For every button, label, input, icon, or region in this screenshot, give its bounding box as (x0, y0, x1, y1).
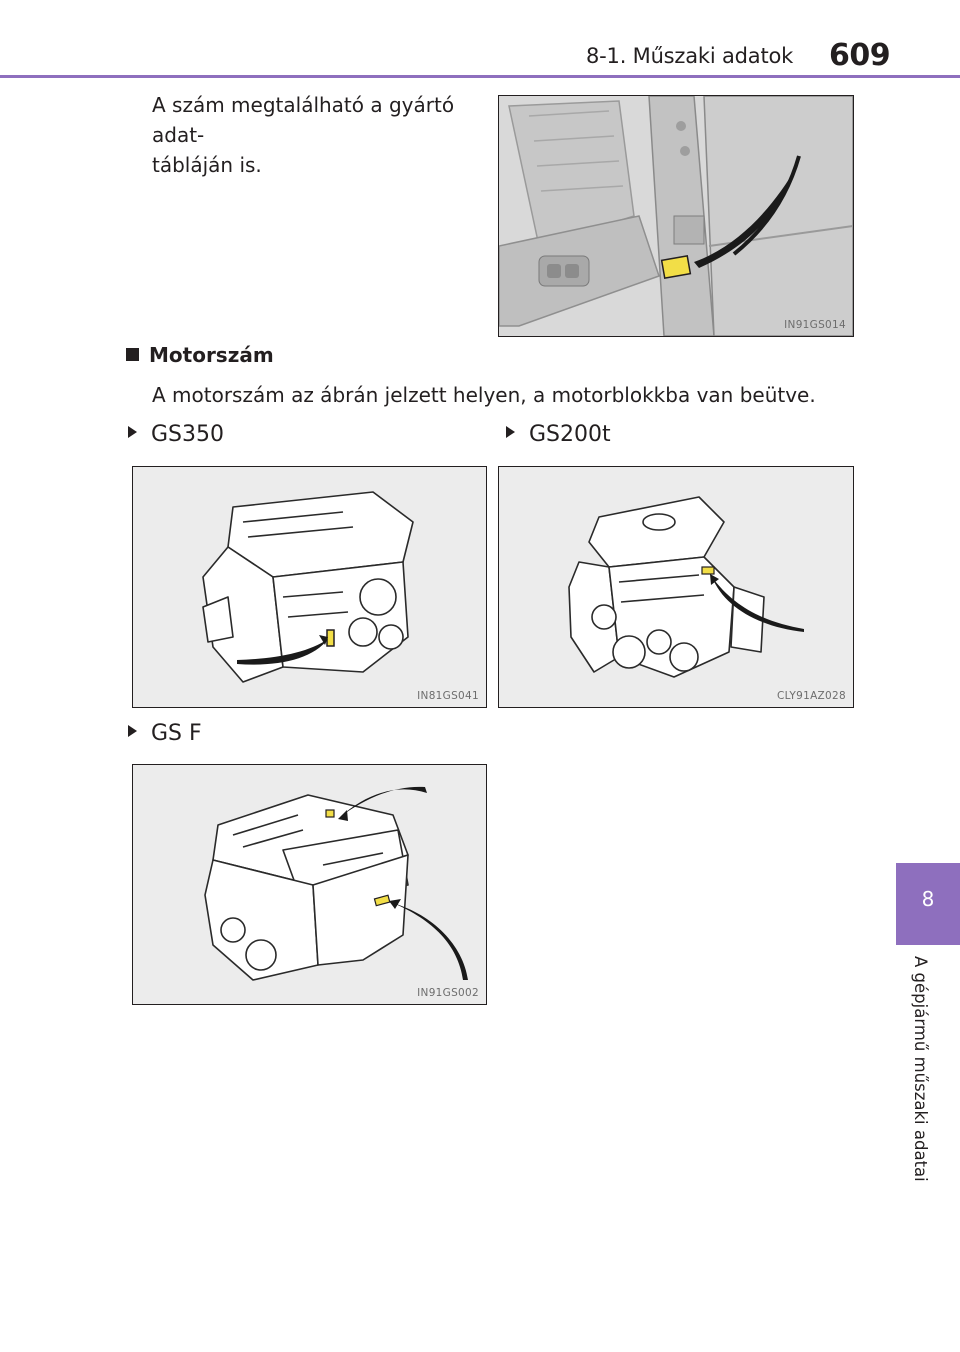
intro-line-1: A szám megtalálható a gyártó adat- (152, 93, 455, 147)
chapter-title: A gépjármű műszaki adatai (911, 956, 930, 1182)
running-header-title: 8-1. Műszaki adatok (586, 44, 794, 68)
label-gs350: GS350 (128, 422, 224, 447)
gs350-engine-illustration (202, 491, 414, 683)
label-gsf: GS F (128, 721, 202, 746)
figure-gs350-engine: IN81GS041 (132, 466, 487, 708)
header-rule (0, 75, 960, 78)
label-gs200t: GS200t (506, 422, 611, 447)
section-heading: Motorszám (126, 343, 274, 367)
door-plate-illustration (499, 96, 853, 336)
figure-code: IN91GS002 (417, 987, 479, 999)
gsf-engine-illustration (204, 786, 468, 981)
figure-code: IN81GS041 (417, 690, 479, 702)
figure-gs200t-engine: CLY91AZ028 (498, 466, 854, 708)
figure-gsf-engine: IN91GS002 (132, 764, 487, 1005)
figure-door-plate: IN91GS014 (498, 95, 854, 337)
triangle-bullet-icon (128, 725, 137, 737)
triangle-bullet-icon (506, 426, 515, 438)
chapter-number: 8 (921, 887, 935, 911)
figure-code: CLY91AZ028 (777, 690, 846, 702)
square-bullet-icon (126, 348, 139, 361)
figure-code: IN91GS014 (784, 319, 846, 331)
gs200t-engine-illustration (568, 496, 804, 678)
section-body: A motorszám az ábrán jelzett helyen, a m… (152, 383, 816, 407)
intro-line-2: tábláján is. (152, 153, 262, 177)
triangle-bullet-icon (128, 426, 137, 438)
chapter-tab: 8 (896, 863, 960, 945)
page-number: 609 (829, 38, 891, 73)
section-title: Motorszám (149, 343, 274, 367)
intro-paragraph: A szám megtalálható a gyártó adat- táblá… (152, 90, 482, 180)
